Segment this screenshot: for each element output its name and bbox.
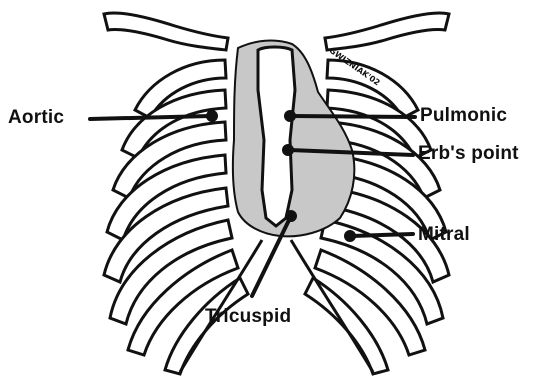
label-pulmonic: Pulmonic bbox=[420, 105, 507, 127]
sternum bbox=[258, 47, 295, 226]
label-tricuspid: Tricuspid bbox=[205, 306, 291, 328]
label-erbs-point: Erb's point bbox=[418, 143, 519, 165]
left-clavicle bbox=[104, 13, 228, 50]
label-mitral: Mitral bbox=[418, 224, 470, 246]
label-aortic: Aortic bbox=[8, 107, 64, 129]
right-clavicle bbox=[325, 13, 449, 50]
